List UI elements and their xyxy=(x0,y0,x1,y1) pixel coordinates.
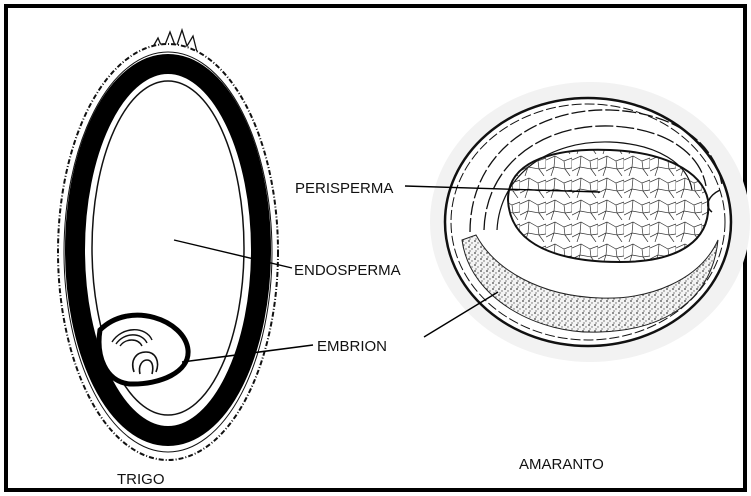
label-trigo: TRIGO xyxy=(117,471,165,488)
label-endosperma: ENDOSPERMA xyxy=(294,262,401,279)
label-embrion: EMBRION xyxy=(317,338,387,355)
label-perisperma: PERISPERMA xyxy=(295,180,393,197)
amaranth-seed xyxy=(430,82,750,362)
wheat-embryo xyxy=(99,315,188,384)
amaranth-perisperm xyxy=(508,150,708,262)
label-amaranto: AMARANTO xyxy=(519,456,604,473)
